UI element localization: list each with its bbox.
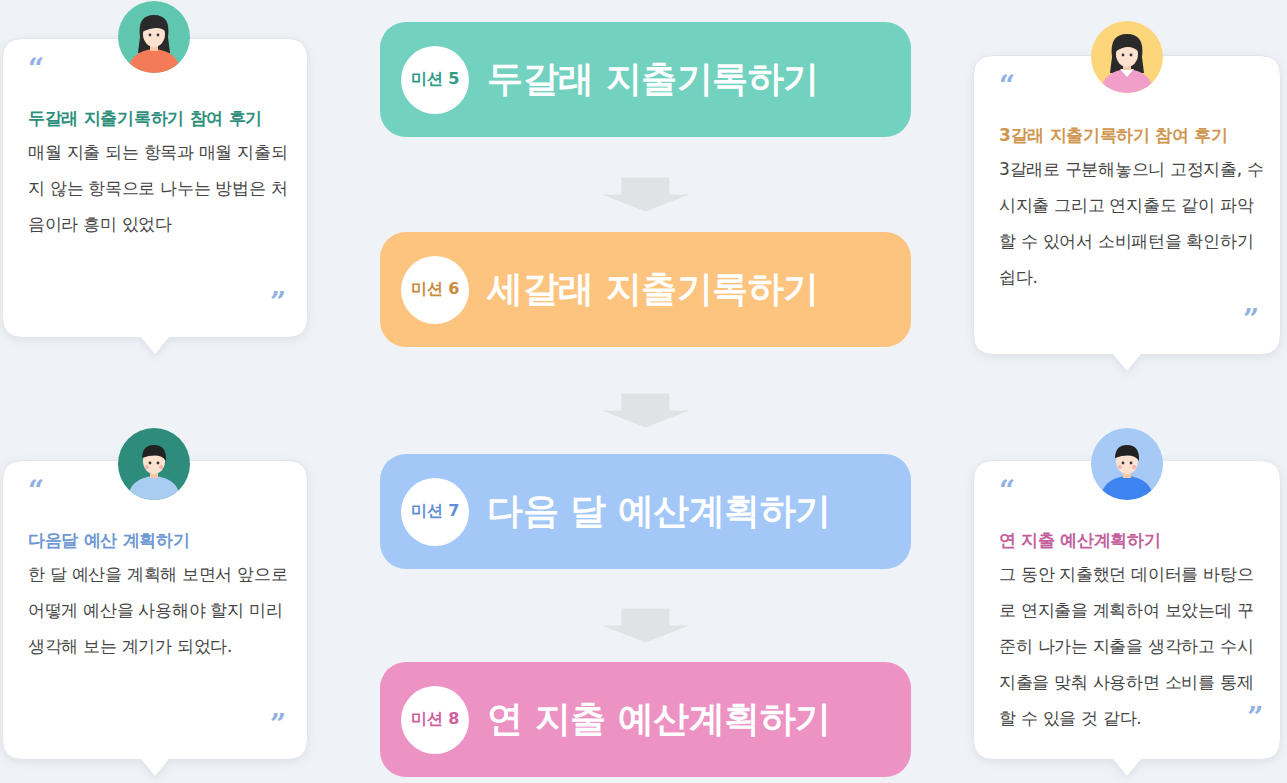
mission-title: 두갈래 지출기록하기 bbox=[487, 55, 819, 104]
avatar-eye bbox=[149, 34, 152, 37]
avatar-hair bbox=[1115, 445, 1139, 461]
review-heading: 두갈래 지출기록하기 참여 후기 bbox=[28, 106, 294, 130]
mission-badge: 미션 5 bbox=[401, 46, 469, 114]
mission-title: 연 지출 예산계획하기 bbox=[487, 695, 831, 744]
mission-title: 다음 달 예산계획하기 bbox=[487, 487, 831, 536]
review-heading: 3갈래 지출기록하기 참여 후기 bbox=[999, 123, 1267, 147]
mission-box: 두갈래 지출기록하기 미션 5 bbox=[380, 22, 911, 137]
callout-outline bbox=[3, 461, 308, 777]
avatar-bangs bbox=[142, 19, 166, 32]
quote-mark: ” bbox=[28, 290, 286, 316]
avatar-bangs bbox=[1115, 38, 1139, 52]
flow-arrow bbox=[602, 178, 689, 212]
review-heading: 연 지출 예산계획하기 bbox=[999, 528, 1267, 552]
mission-number: 미션 7 bbox=[411, 501, 460, 522]
quote-mark: ” bbox=[1247, 700, 1263, 736]
avatar-eye bbox=[157, 34, 160, 37]
quote-mark: ” bbox=[999, 307, 1259, 333]
mission-number: 미션 5 bbox=[411, 69, 460, 90]
review-callout: “다음달 예산 계획하기한 달 예산을 계획해 보면서 앞으로 어떻게 예산을 … bbox=[2, 460, 308, 760]
quote-mark: “ bbox=[999, 73, 1267, 99]
mission-number: 미션 8 bbox=[411, 709, 460, 730]
mission-badge: 미션 8 bbox=[401, 686, 469, 754]
avatar-hair bbox=[142, 445, 166, 461]
mission-box: 다음 달 예산계획하기 미션 7 bbox=[380, 454, 911, 569]
callout-outline bbox=[974, 461, 1281, 777]
callout-outline bbox=[974, 56, 1281, 372]
mission-number: 미션 6 bbox=[411, 279, 460, 300]
quote-mark: “ bbox=[28, 56, 294, 82]
mission-box: 세갈래 지출기록하기 미션 6 bbox=[380, 232, 911, 347]
flow-arrow bbox=[602, 394, 689, 428]
flow-arrow bbox=[602, 609, 689, 643]
mission-box: 연 지출 예산계획하기 미션 8 bbox=[380, 662, 911, 777]
mission-title: 세갈래 지출기록하기 bbox=[487, 265, 819, 314]
review-callout: “연 지출 예산계획하기그 동안 지출했던 데이터를 바탕으로 연지출을 계획하… bbox=[973, 460, 1281, 760]
review-callout: “3갈래 지출기록하기 참여 후기3갈래로 구분해놓으니 고정지출, 수시지출 … bbox=[973, 55, 1281, 355]
review-heading: 다음달 예산 계획하기 bbox=[28, 528, 294, 552]
mission-badge: 미션 6 bbox=[401, 256, 469, 324]
quote-mark: “ bbox=[999, 478, 1267, 504]
review-callout: “두갈래 지출기록하기 참여 후기매월 지출 되는 항목과 매월 지출되지 않는… bbox=[2, 38, 308, 338]
quote-mark: ” bbox=[28, 712, 286, 738]
callout-outline bbox=[3, 39, 308, 355]
mission-badge: 미션 7 bbox=[401, 478, 469, 546]
quote-mark: “ bbox=[28, 478, 294, 504]
